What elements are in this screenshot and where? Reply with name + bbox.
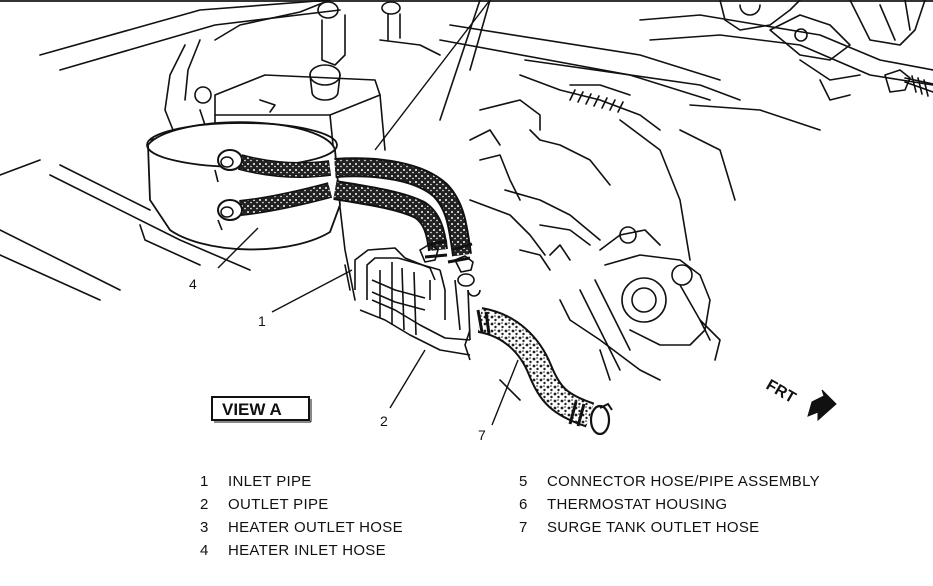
surge-tank-outlet-hose xyxy=(464,307,613,436)
view-a-text: VIEW A xyxy=(222,400,282,419)
legend-item-4: 4 HEATER INLET HOSE xyxy=(200,539,403,562)
legend-num: 7 xyxy=(519,519,528,536)
callout-1: 1 xyxy=(258,313,266,329)
legend-num: 3 xyxy=(200,519,209,536)
legend-num: 5 xyxy=(519,473,528,490)
legend-item-7: 7 SURGE TANK OUTLET HOSE xyxy=(519,516,820,539)
legend-label: CONNECTOR HOSE/PIPE ASSEMBLY xyxy=(547,473,820,490)
legend-label: THERMOSTAT HOUSING xyxy=(547,496,728,513)
legend-num: 6 xyxy=(519,496,528,513)
legend-item-3: 3 HEATER OUTLET HOSE xyxy=(200,516,403,539)
legend-num: 1 xyxy=(200,473,209,490)
engine-linework xyxy=(0,0,933,401)
inlet-outlet-pipes xyxy=(354,243,481,356)
view-a-label: VIEW A xyxy=(211,396,312,423)
legend-item-5: 5 CONNECTOR HOSE/PIPE ASSEMBLY xyxy=(519,470,820,493)
legend-item-1: 1 INLET PIPE xyxy=(200,470,403,493)
legend-item-6: 6 THERMOSTAT HOUSING xyxy=(519,493,820,516)
legend-label: INLET PIPE xyxy=(228,473,312,490)
legend-label: HEATER OUTLET HOSE xyxy=(228,519,403,536)
front-arrow-icon xyxy=(807,389,837,422)
legend-label: OUTLET PIPE xyxy=(228,496,329,513)
heater-hoses xyxy=(333,157,473,264)
callout-7: 7 xyxy=(478,427,486,443)
legend-left-column: 1 INLET PIPE 2 OUTLET PIPE 3 HEATER OUTLET … xyxy=(200,470,403,562)
leader-lines xyxy=(217,0,519,426)
legend-num: 2 xyxy=(200,496,209,513)
legend-label: HEATER INLET HOSE xyxy=(228,542,386,559)
callout-4: 4 xyxy=(189,276,197,292)
view-a-inset xyxy=(146,121,341,251)
callout-2: 2 xyxy=(380,413,388,429)
front-indicator: FRT xyxy=(763,377,837,422)
legend-label: SURGE TANK OUTLET HOSE xyxy=(547,519,760,536)
legend-num: 4 xyxy=(200,542,209,559)
legend-right-column: 5 CONNECTOR HOSE/PIPE ASSEMBLY 6 THERMOSTA… xyxy=(519,470,820,539)
legend-item-2: 2 OUTLET PIPE xyxy=(200,493,403,516)
front-label: FRT xyxy=(763,377,799,407)
